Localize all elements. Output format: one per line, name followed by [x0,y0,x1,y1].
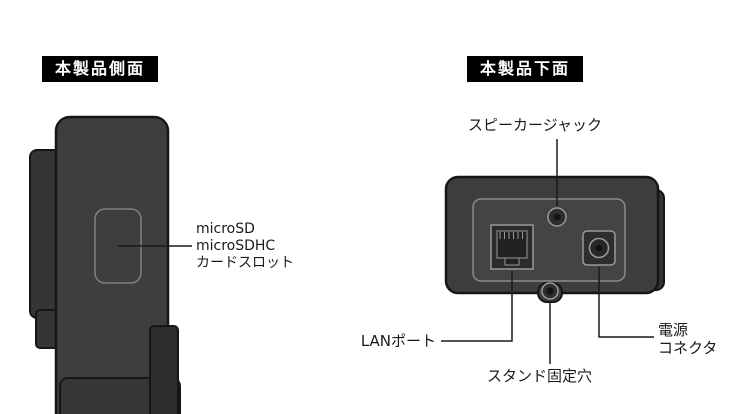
power-connector-label: 電源 コネクタ [658,321,717,357]
speaker-jack-label: スピーカージャック [468,116,602,134]
lan-port-callout-line [441,271,513,342]
card-slot-label-line2: microSDHC [196,238,276,254]
card-slot-label-line3: カードスロット [196,255,294,271]
stand-hole-icon [541,282,559,300]
camera-side-view [29,115,181,414]
lan-port-icon [490,224,534,270]
power-connector-icon [582,230,616,266]
card-slot-label-line1: microSD [196,221,255,237]
camera-front-step [35,309,59,349]
speaker-jack-icon [547,207,567,227]
side-view-title: 本製品側面 [42,56,159,82]
camera-stand-arm [149,325,179,414]
power-connector-label-line1: 電源 [658,321,689,339]
stand-hole-label: スタンド固定穴 [487,367,593,385]
power-connector-label-line2: コネクタ [658,339,718,357]
card-slot-label: microSD microSDHC カードスロット [196,221,294,272]
callout-lines [118,139,654,364]
camera-bottom-view [444,175,665,303]
power-connector-callout-line [598,267,654,338]
lan-port-label: LANポート [360,332,436,350]
bottom-view-title: 本製品下面 [467,56,584,82]
